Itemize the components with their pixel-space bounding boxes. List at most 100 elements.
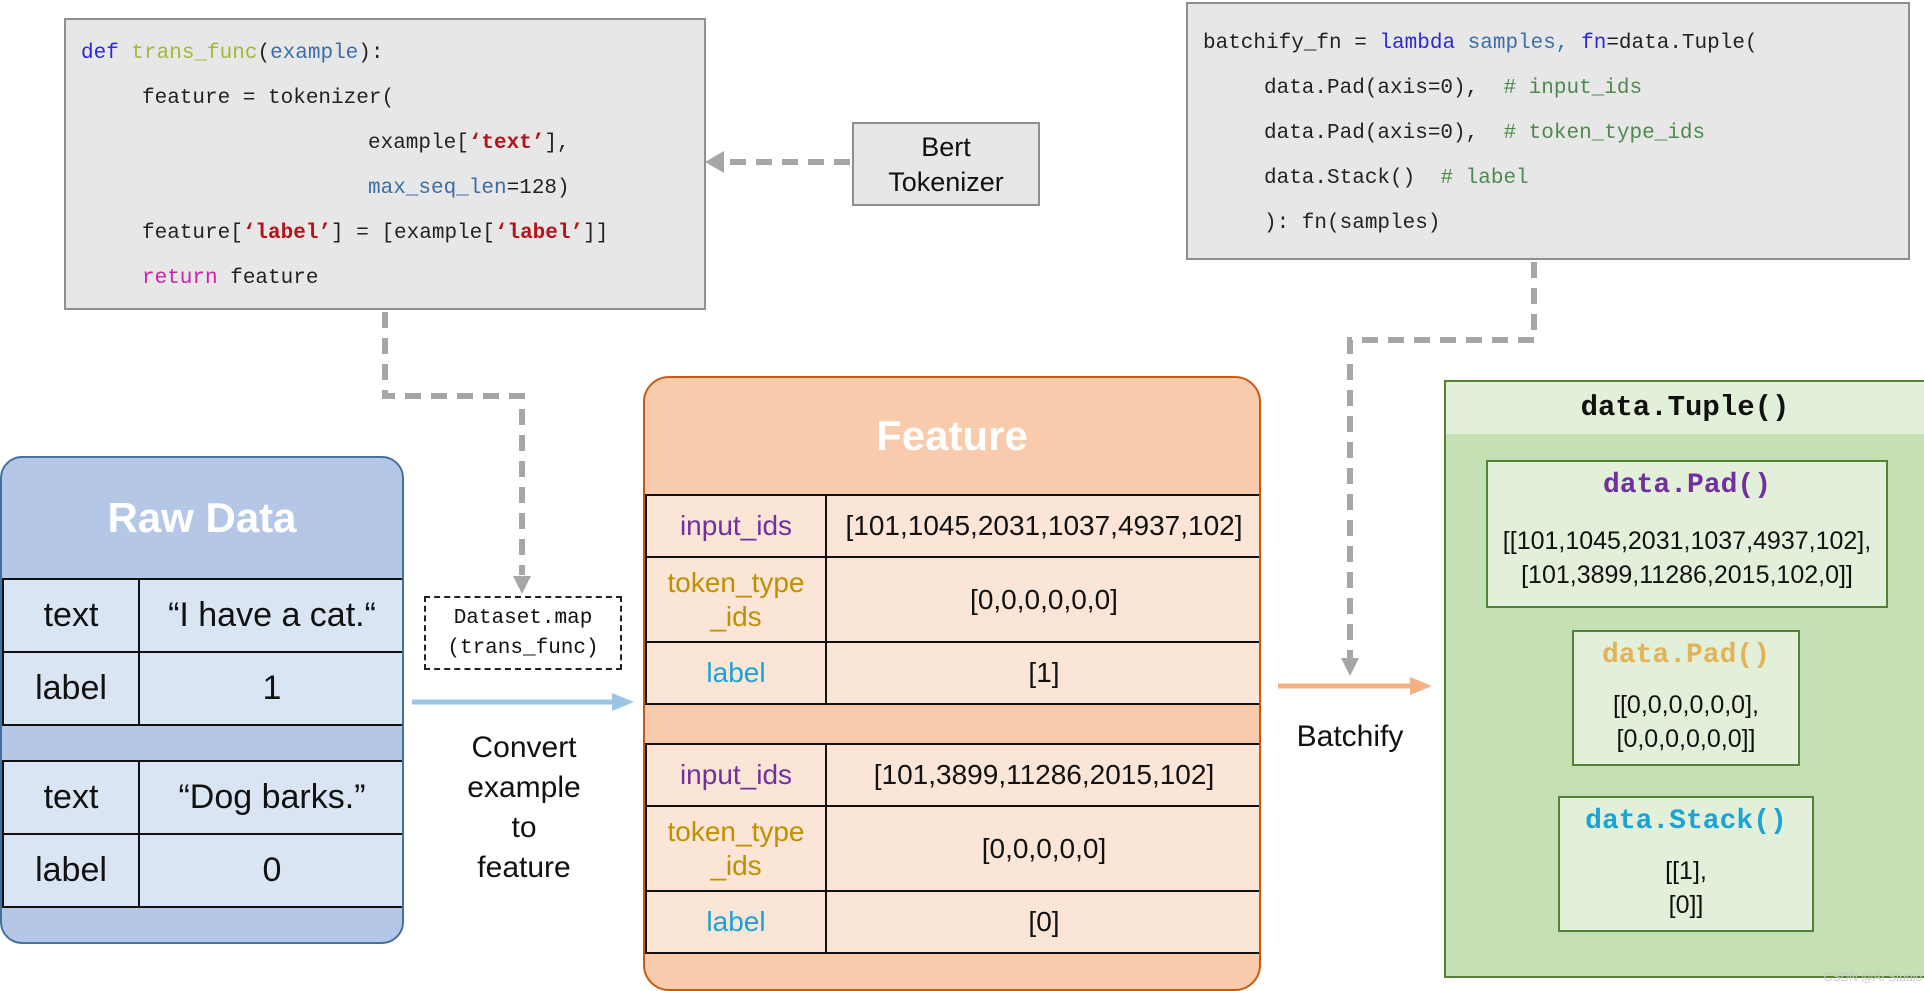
raw-text-value: “Dog barks.”: [138, 760, 402, 835]
value-label: [1]: [825, 641, 1259, 705]
convert-arrow-head: [612, 693, 634, 711]
code-line-2: feature = tokenizer(: [142, 87, 395, 110]
convert-label: Convert example to feature: [434, 728, 614, 888]
code-text: =data.Tuple(: [1606, 32, 1758, 55]
trans-func-to-map-arrow: [382, 312, 525, 575]
pad-input-ids-box: data.Pad() [[101,1045,2031,1037,4937,102…: [1486, 460, 1888, 608]
code-paren-close: ):: [358, 42, 384, 65]
batchify-line-2: data.Pad(axis=0), # input_ids: [1264, 77, 1642, 100]
param-samples: samples,: [1455, 32, 1582, 55]
batchify-code-arrow: [1347, 262, 1537, 658]
value-input-ids: [101,3899,11286,2015,102]: [825, 743, 1259, 807]
value-line: [101,3899,11286,2015,102,0]]: [1521, 561, 1853, 589]
raw-text-key: text: [2, 578, 140, 653]
string-label: ‘label’: [242, 222, 332, 245]
raw-label-value: 0: [138, 833, 402, 908]
key-token-type-part1: token_type: [667, 815, 805, 847]
code-line-4: max_seq_len=128): [368, 177, 570, 200]
value-line: [0]]: [1668, 891, 1704, 919]
batchify-line-1: batchify_fn = lambda samples, fn=data.Tu…: [1203, 32, 1758, 55]
tokenizer-label-line2: Tokenizer: [888, 167, 1004, 197]
map-label-line1: Dataset.map: [453, 607, 593, 630]
raw-label-key: label: [2, 833, 140, 908]
value-line: [0,0,0,0,0,0]]: [1616, 725, 1756, 753]
raw-label-value: 1: [138, 651, 402, 726]
key-input-ids: input_ids: [645, 743, 827, 807]
param-fn: fn: [1581, 32, 1607, 55]
raw-data-title: Raw Data: [107, 494, 297, 541]
code-text: ] = [example[: [331, 222, 495, 245]
batchify-line-3: data.Pad(axis=0), # token_type_ids: [1264, 122, 1705, 145]
keyword-def: def: [81, 42, 119, 65]
pad-token-type-value: [[0,0,0,0,0,0], [0,0,0,0,0,0]]: [1574, 684, 1798, 756]
code-text: ],: [544, 132, 570, 155]
comment-input-ids: # input_ids: [1503, 77, 1643, 100]
string-text: ‘text’: [468, 132, 545, 155]
feature-title: Feature: [876, 412, 1028, 459]
code-text: feature: [217, 267, 319, 290]
stack-label-title: data.Stack(): [1585, 806, 1787, 837]
convert-word: to: [511, 811, 537, 844]
code-text: example[: [368, 132, 469, 155]
code-line-5: feature[‘label’] = [example[‘label’]]: [142, 222, 608, 245]
dataset-map-box: Dataset.map (trans_func): [424, 596, 622, 670]
key-token-type-part2: _ids: [710, 600, 762, 632]
batchify-line-4: data.Stack() # label: [1264, 167, 1529, 190]
feature-panel: Feature input_ids[101,1045,2031,1037,493…: [643, 376, 1261, 991]
param-example: example: [270, 42, 359, 65]
batchify-code-block: batchify_fn = lambda samples, fn=data.Tu…: [1186, 2, 1910, 260]
trans-func-code-block: def trans_func(example): feature = token…: [64, 18, 706, 310]
value-label: [0]: [825, 890, 1259, 954]
convert-word: example: [467, 771, 581, 804]
code-text: ]]: [583, 222, 609, 245]
code-line-6: return feature: [142, 267, 318, 290]
data-tuple-title: data.Tuple(): [1446, 382, 1924, 434]
feature-example-2: input_ids[101,3899,11286,2015,102] token…: [645, 743, 1259, 954]
code-text: =128): [506, 177, 570, 200]
tokenizer-label-line1: Bert: [921, 132, 971, 162]
key-token-type-ids: token_type_ids: [645, 556, 827, 643]
key-label: label: [645, 641, 827, 705]
value-line: [[101,1045,2031,1037,4937,102],: [1502, 527, 1872, 555]
batchify-code-arrow-head: [1341, 658, 1359, 676]
comment-label: # label: [1440, 167, 1529, 190]
comment-token-type-ids: # token_type_ids: [1503, 122, 1706, 145]
function-name: trans_func: [131, 42, 258, 65]
keyword-return: return: [142, 267, 218, 290]
param-max-seq-len: max_seq_len: [368, 177, 507, 200]
value-token-type-ids: [0,0,0,0,0]: [825, 805, 1259, 892]
code-text: feature[: [142, 222, 243, 245]
value-input-ids: [101,1045,2031,1037,4937,102]: [825, 494, 1259, 558]
key-input-ids: input_ids: [645, 494, 827, 558]
key-token-type-ids: token_type_ids: [645, 805, 827, 892]
code-paren: (: [257, 42, 271, 65]
pad-input-ids-value: [[101,1045,2031,1037,4937,102], [101,389…: [1488, 516, 1886, 592]
tokenizer-arrow-head: [705, 151, 724, 173]
data-tuple-panel: data.Tuple() data.Pad() [[101,1045,2031,…: [1444, 380, 1924, 978]
bert-tokenizer-box: Bert Tokenizer: [852, 122, 1040, 206]
code-text: data.Pad(axis=0),: [1264, 122, 1504, 145]
value-token-type-ids: [0,0,0,0,0,0]: [825, 556, 1259, 643]
batchify-arrow-head: [1410, 677, 1432, 695]
raw-text-value: “I have a cat.“: [138, 578, 402, 653]
map-arrow-head: [513, 576, 531, 594]
stack-label-value: [[1], [0]]: [1560, 850, 1812, 922]
code-line-3: example[‘text’],: [368, 132, 570, 155]
stack-label-box: data.Stack() [[1], [0]]: [1558, 796, 1814, 932]
value-line: [[0,0,0,0,0,0],: [1613, 691, 1759, 719]
code-text: data.Pad(axis=0),: [1264, 77, 1504, 100]
feature-example-1: input_ids[101,1045,2031,1037,4937,102] t…: [645, 494, 1259, 705]
pad-input-ids-title: data.Pad(): [1602, 470, 1772, 501]
map-label-line2: (trans_func): [447, 637, 599, 660]
code-text: data.Stack(): [1264, 167, 1441, 190]
raw-label-key: label: [2, 651, 140, 726]
string-label: ‘label’: [494, 222, 584, 245]
watermark: CSDN @AI Studio: [1823, 970, 1922, 984]
batchify-label: Batchify: [1296, 720, 1404, 753]
convert-word: Convert: [471, 731, 577, 764]
keyword-lambda: lambda: [1379, 32, 1456, 55]
pad-token-type-title: data.Pad(): [1601, 640, 1771, 671]
